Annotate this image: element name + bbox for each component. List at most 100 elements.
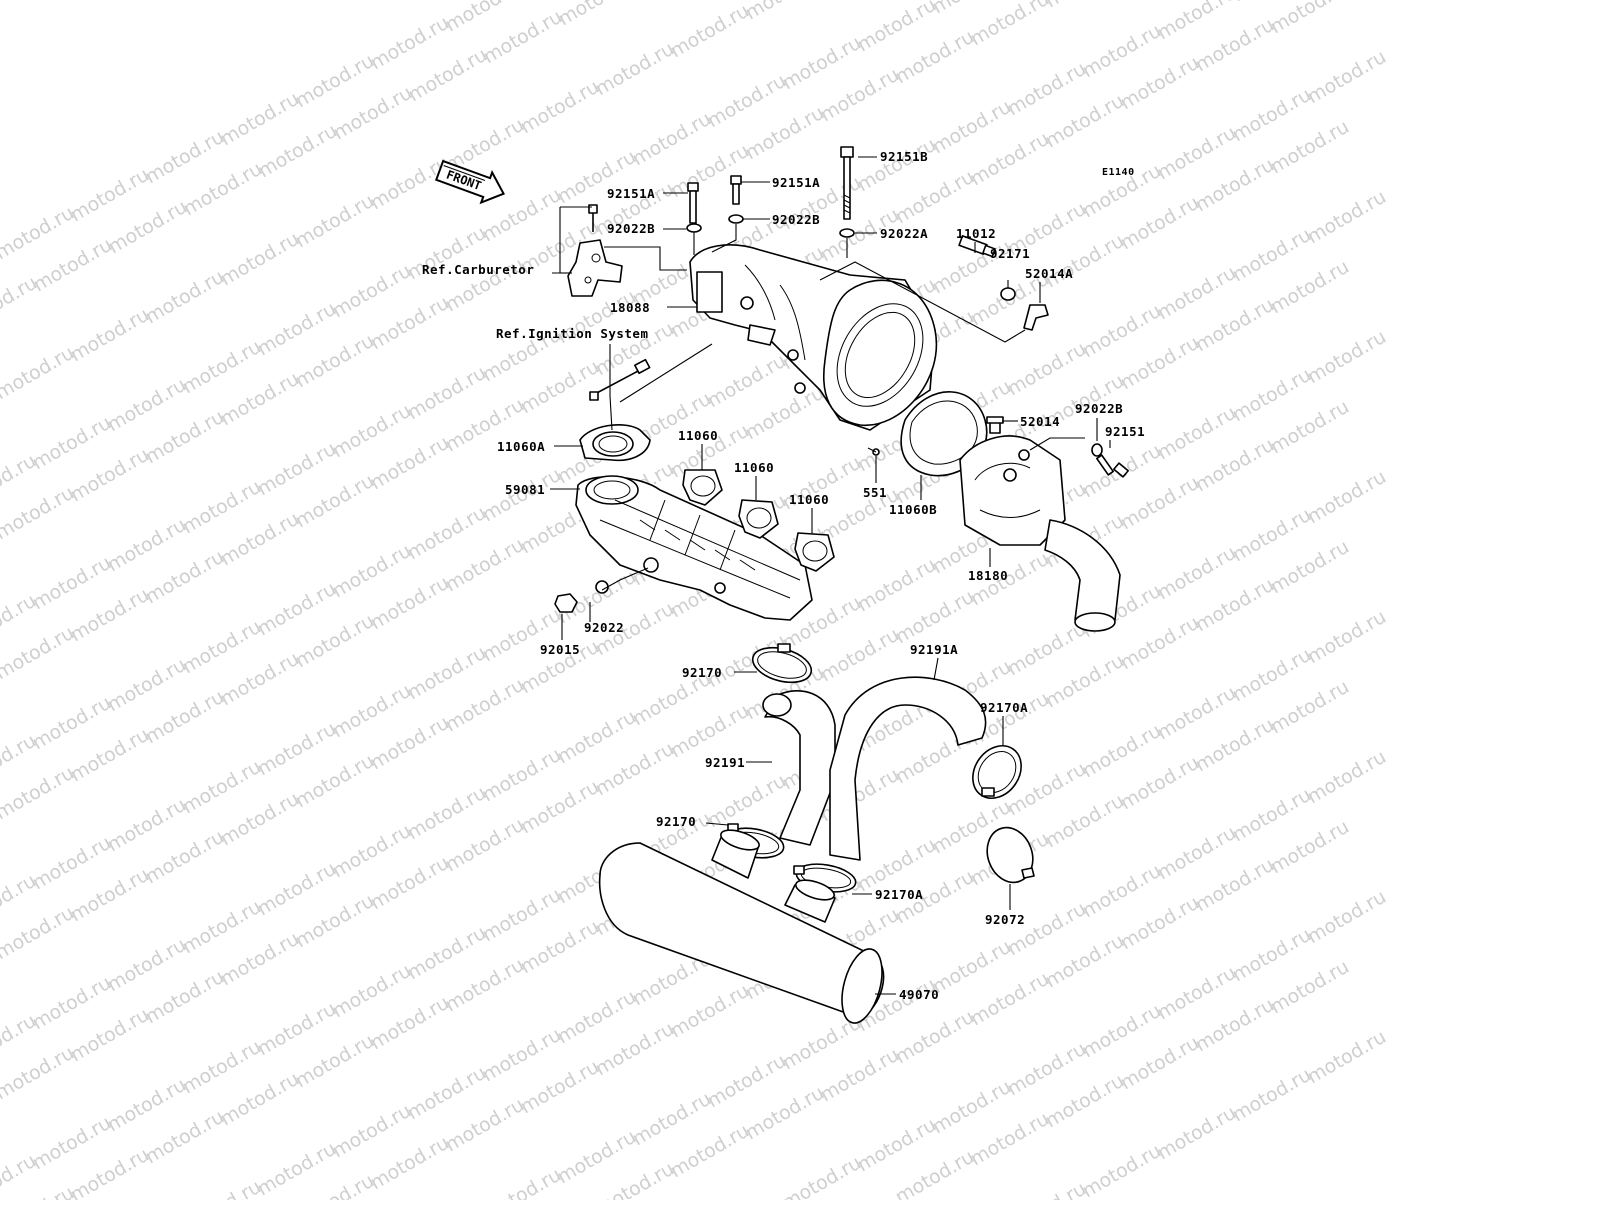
hose-92191a — [829, 676, 987, 861]
watermark-text: motod.ru — [1229, 784, 1315, 847]
watermark-text: motod.ru — [329, 960, 415, 1023]
watermark-text: motod.ru — [404, 782, 490, 845]
gasket-11060-2 — [738, 499, 779, 539]
watermark-text: motod.ru — [1042, 650, 1128, 713]
watermark-text: motod.ru — [854, 1114, 940, 1177]
watermark-text: motod.ru — [1267, 676, 1353, 739]
watermark-text: motod.ru — [1304, 886, 1390, 949]
watermark-text: motod.ru — [1079, 1000, 1165, 1063]
part-label: 92191 — [705, 755, 745, 770]
watermark-text: motod.ru — [667, 1120, 753, 1183]
watermark-text: motod.ru — [0, 1042, 78, 1105]
watermark-text: motod.ru — [29, 972, 115, 1035]
watermark-text: motod.ru — [367, 992, 453, 1055]
part-label: 92170A — [875, 887, 923, 902]
watermark-text: motod.ru — [217, 228, 303, 291]
watermark-text: motod.ru — [629, 108, 715, 171]
watermark-text: motod.ru — [404, 642, 490, 705]
carburetor-bracket — [567, 204, 623, 297]
watermark-text: motod.ru — [217, 88, 303, 151]
watermark-text: motod.ru — [142, 1106, 228, 1169]
watermark-text: motod.ru — [442, 814, 528, 877]
watermark-text: motod.ru — [1154, 822, 1240, 885]
part-label: 11060A — [497, 439, 545, 454]
watermark-text: motod.ru — [104, 654, 190, 717]
ref-carburetor-label: Ref.Carburetor — [422, 262, 534, 277]
watermark-text: motod.ru — [1042, 230, 1128, 293]
watermark-text: motod.ru — [1229, 924, 1315, 987]
exhaust-manifold-59081 — [575, 475, 813, 621]
part-label: 11012 — [956, 226, 996, 241]
watermark-text: motod.ru — [217, 368, 303, 431]
watermark-text: motod.ru — [854, 134, 940, 197]
watermark-text: motod.ru — [292, 890, 378, 953]
clamp-92170a-1 — [972, 745, 1022, 799]
watermark-text: motod.ru — [104, 1074, 190, 1137]
watermark-text: motod.ru — [779, 1152, 865, 1200]
watermark-text: motod.ru — [292, 470, 378, 533]
part-label: 92171 — [990, 246, 1030, 261]
watermark-text: motod.ru — [892, 1006, 978, 1069]
ignition-sensor — [589, 358, 651, 401]
watermark-text: motod.ru — [292, 1030, 378, 1093]
watermark-text: motod.ru — [29, 692, 115, 755]
watermark-text: motod.ru — [67, 1004, 153, 1067]
watermark-text: motod.ru — [179, 896, 265, 959]
watermark-text: motod.ru — [1304, 606, 1390, 669]
watermark-text: motod.ru — [667, 980, 753, 1043]
watermark-text: motod.ru — [255, 120, 341, 183]
watermark-text: motod.ru — [1154, 262, 1240, 325]
watermark-text: motod.ru — [1304, 466, 1390, 529]
watermark-text: motod.ru — [1079, 720, 1165, 783]
watermark-text: motod.ru — [1117, 192, 1203, 255]
watermark-text: motod.ru — [667, 700, 753, 763]
watermark-text: motod.ru — [779, 32, 865, 95]
watermark-text: motod.ru — [0, 622, 78, 685]
watermark-text: motod.ru — [329, 400, 415, 463]
watermark-text: motod.ru — [1079, 300, 1165, 363]
watermark-text: motod.ru — [329, 680, 415, 743]
watermark-text: motod.ru — [629, 1088, 715, 1151]
watermark-text: motod.ru — [1042, 0, 1128, 12]
watermark-text: motod.ru — [517, 356, 603, 419]
watermark-text: motod.ru — [404, 1062, 490, 1125]
watermark-text: motod.ru — [217, 508, 303, 571]
watermark-text: motod.ru — [554, 986, 640, 1049]
part-label: 92022B — [772, 212, 820, 227]
watermark-text: motod.ru — [367, 292, 453, 355]
part-label: 92170 — [656, 814, 696, 829]
watermark-text: motod.ru — [1229, 1064, 1315, 1127]
watermark-text: motod.ru — [180, 158, 266, 221]
watermark-text: motod.ru — [104, 794, 190, 857]
watermark-text: motod.ru — [1304, 46, 1390, 109]
watermark-text: motod.ru — [704, 1050, 790, 1113]
watermark-text: motod.ru — [217, 928, 303, 991]
part-label: 92151B — [880, 149, 928, 164]
watermark-text: motod.ru — [292, 50, 378, 113]
watermark-text: motod.ru — [367, 852, 453, 915]
watermark-text: motod.ru — [1154, 962, 1240, 1025]
watermark-text: motod.ru — [179, 1036, 265, 1099]
watermark-text: motod.ru — [442, 674, 528, 737]
watermark-text: motod.ru — [1004, 1178, 1090, 1200]
watermark-text: motod.ru — [217, 788, 303, 851]
watermark-text: motod.ru — [179, 616, 265, 679]
watermark-text: motod.ru — [892, 26, 978, 89]
watermark-text: motod.ru — [105, 196, 191, 259]
watermark-text: motod.ru — [1192, 154, 1278, 217]
watermark-text: motod.ru — [1192, 434, 1278, 497]
watermark-text: motod.ru — [67, 164, 153, 227]
part-label: 92022B — [1075, 401, 1123, 416]
silencer-18180 — [959, 435, 1121, 632]
watermark-text: motod.ru — [554, 706, 640, 769]
watermark-text: motod.ru — [367, 152, 453, 215]
part-label: 92022 — [584, 620, 624, 635]
watermark-text: motod.ru — [0, 902, 78, 965]
watermark-text: motod.ru — [367, 12, 453, 75]
watermark-text: motod.ru — [479, 744, 565, 807]
watermark-text: motod.ru — [704, 350, 790, 413]
part-label: 18180 — [968, 568, 1008, 583]
watermark-text: motod.ru — [367, 712, 453, 775]
watermark-text: motod.ru — [329, 260, 415, 323]
watermark-text: motod.ru — [1117, 332, 1203, 395]
